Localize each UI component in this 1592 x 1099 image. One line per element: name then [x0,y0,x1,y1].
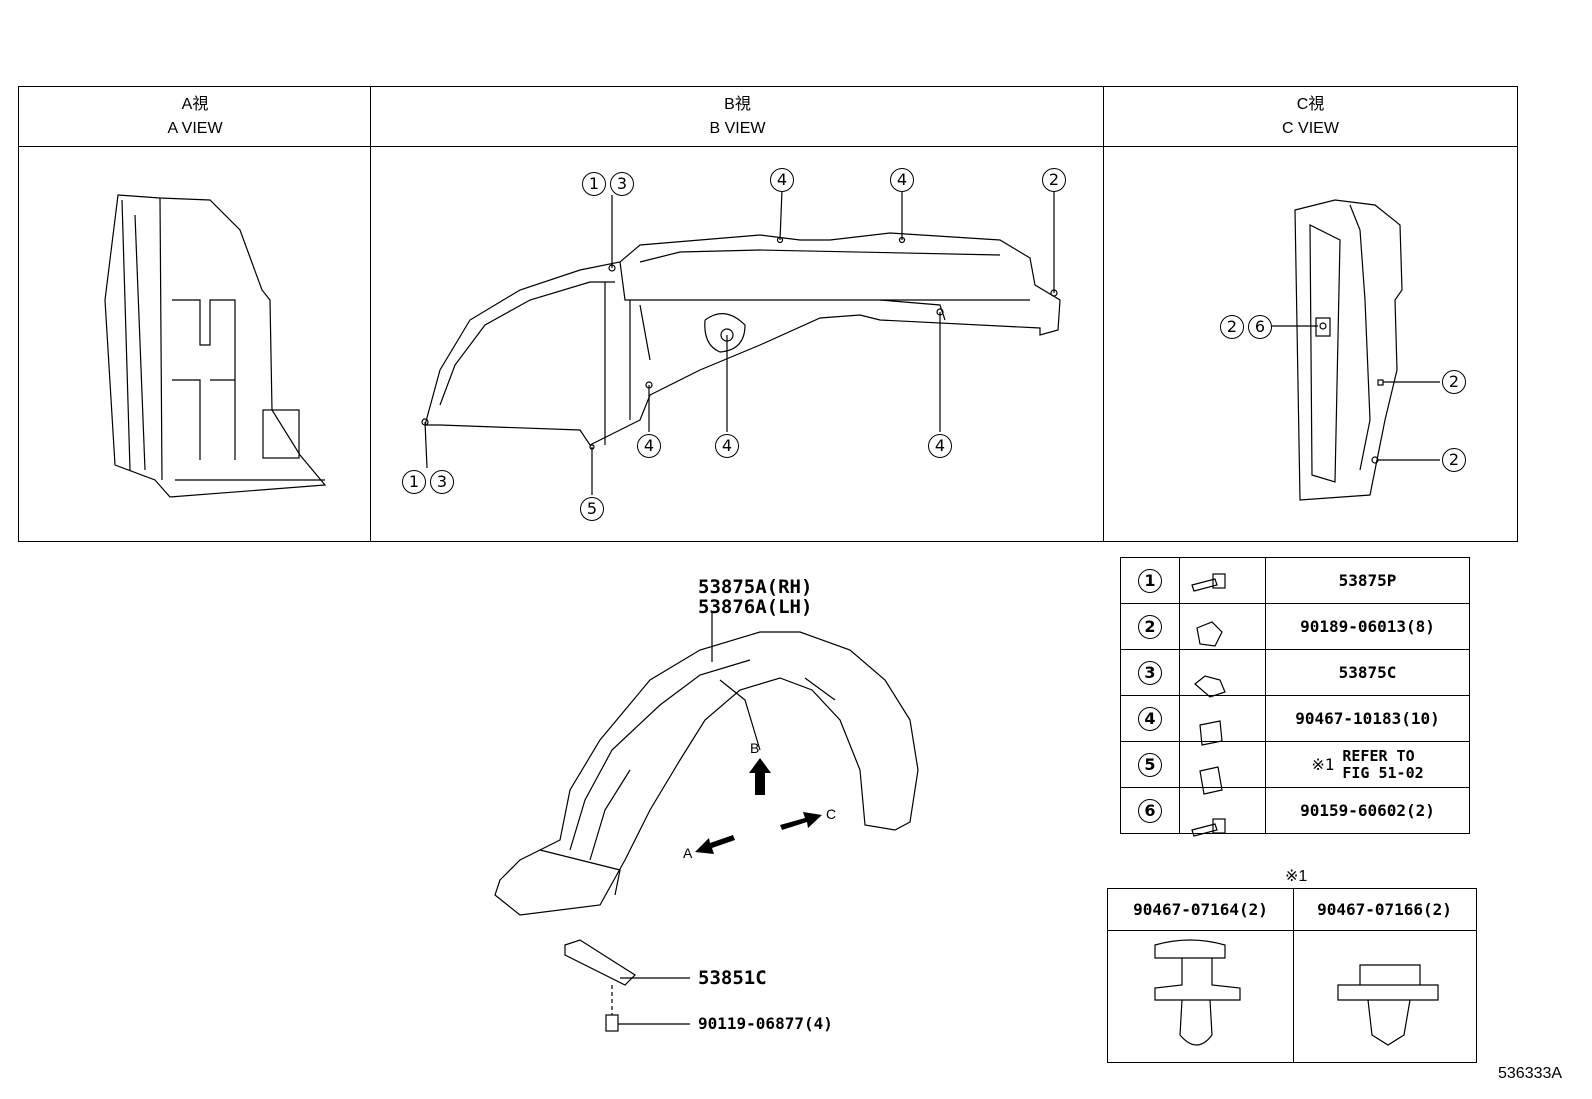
a-view-title-en: A VIEW [167,120,223,137]
note-left-part: 90467-07164(2) [1108,889,1293,931]
ref-line2: FIG 51-02 [1342,763,1424,782]
a-view-header: A視 A VIEW [19,87,371,147]
direction-arrows [695,758,822,854]
note-clip-drawings [1154,939,1439,1046]
parts-row: 4 90467-10183(10) [1120,695,1470,742]
clip-07164 [1154,939,1241,1046]
nut-icon [1179,649,1266,696]
arrow-c [780,812,822,830]
parts-row: 6 90159-60602(2) [1120,787,1470,834]
note-frame: 90467-07164(2) 90467-07166(2) [1107,888,1477,1063]
b-callout-1: 1 [582,172,606,196]
c-view-title-jp: C視 [1296,96,1325,113]
ref-line1: REFER TO [1342,746,1415,765]
parts-row: 1 53875P [1120,557,1470,604]
arrow-a-label: A [683,845,693,861]
b-callout-4e: 4 [928,434,952,458]
diagram-id: 536333A [1498,1065,1563,1082]
row-num: 3 [1138,660,1162,685]
c-view-drawing [1272,199,1440,501]
row-num: 2 [1138,614,1162,639]
a-view-title-jp: A視 [181,96,209,113]
part-label-rh: 53875A(RH) [698,576,813,598]
c-view-title-en: C VIEW [1282,120,1339,137]
part-number: 90159-60602(2) [1265,787,1470,834]
b-callout-5: 5 [580,497,604,521]
a-view-panel [19,87,371,541]
part-label-bracket: 53851C [698,967,767,989]
clip-icon [1179,741,1266,788]
arrow-b-label: B [750,740,760,756]
b-callout-3: 3 [610,172,634,196]
part-number: 90189-06013(8) [1265,603,1470,650]
b-view-header: B視 B VIEW [371,87,1104,147]
b-view-title-en: B VIEW [709,120,766,137]
screw-icon [1179,787,1266,834]
arrow-c-label: C [826,806,837,822]
parts-row: 2 90189-06013(8) [1120,603,1470,650]
b-callout-4d: 4 [715,434,739,458]
clip-07166 [1337,964,1439,1046]
b-view-drawing [421,189,1061,495]
note-mark: ※1 [1311,755,1335,774]
b-callout-2: 2 [1042,168,1066,192]
c-callout-2: 2 [1220,315,1244,339]
clip-icon [1179,603,1266,650]
b-callout-3-lower: 3 [430,470,454,494]
row-num: 4 [1138,706,1162,731]
part-label-lh: 53876A(LH) [698,596,813,618]
part-number: 90467-10183(10) [1265,695,1470,742]
clip-icon [1179,695,1266,742]
b-callout-4b: 4 [890,168,914,192]
c-callout-6: 6 [1248,315,1272,339]
part-number: 53875C [1265,649,1470,696]
b-view-title-jp: B視 [724,96,751,113]
screw-icon [1179,557,1266,604]
c-view-header: C視 C VIEW [1104,87,1517,147]
parts-row: 3 53875C [1120,649,1470,696]
c-callout-2c: 2 [1442,448,1466,472]
c-callout-2b: 2 [1442,370,1466,394]
note-mark-heading: ※1 [1285,868,1308,885]
fender-liner-drawing [494,612,919,1032]
b-view-panel [371,87,1104,541]
parts-table: 1 53875P 2 90189-06013(8) 3 53875C 4 904… [1120,557,1470,834]
note-right-part: 90467-07166(2) [1293,889,1476,931]
row-num: 6 [1138,798,1162,823]
arrow-b [749,758,771,795]
a-view-drawing [104,194,327,498]
parts-row: 5 ※1 REFER TO FIG 51-02 [1120,741,1470,788]
row-num: 5 [1138,752,1162,777]
arrow-a [695,835,735,854]
part-label-screw: 90119-06877(4) [698,1014,833,1033]
b-callout-1-lower: 1 [402,470,426,494]
views-frame: A視 A VIEW B視 B VIEW C視 C VIEW [18,86,1518,542]
b-callout-4a: 4 [770,168,794,192]
part-number: 53875P [1265,557,1470,604]
row-num: 1 [1138,568,1162,593]
b-callout-4c: 4 [637,434,661,458]
